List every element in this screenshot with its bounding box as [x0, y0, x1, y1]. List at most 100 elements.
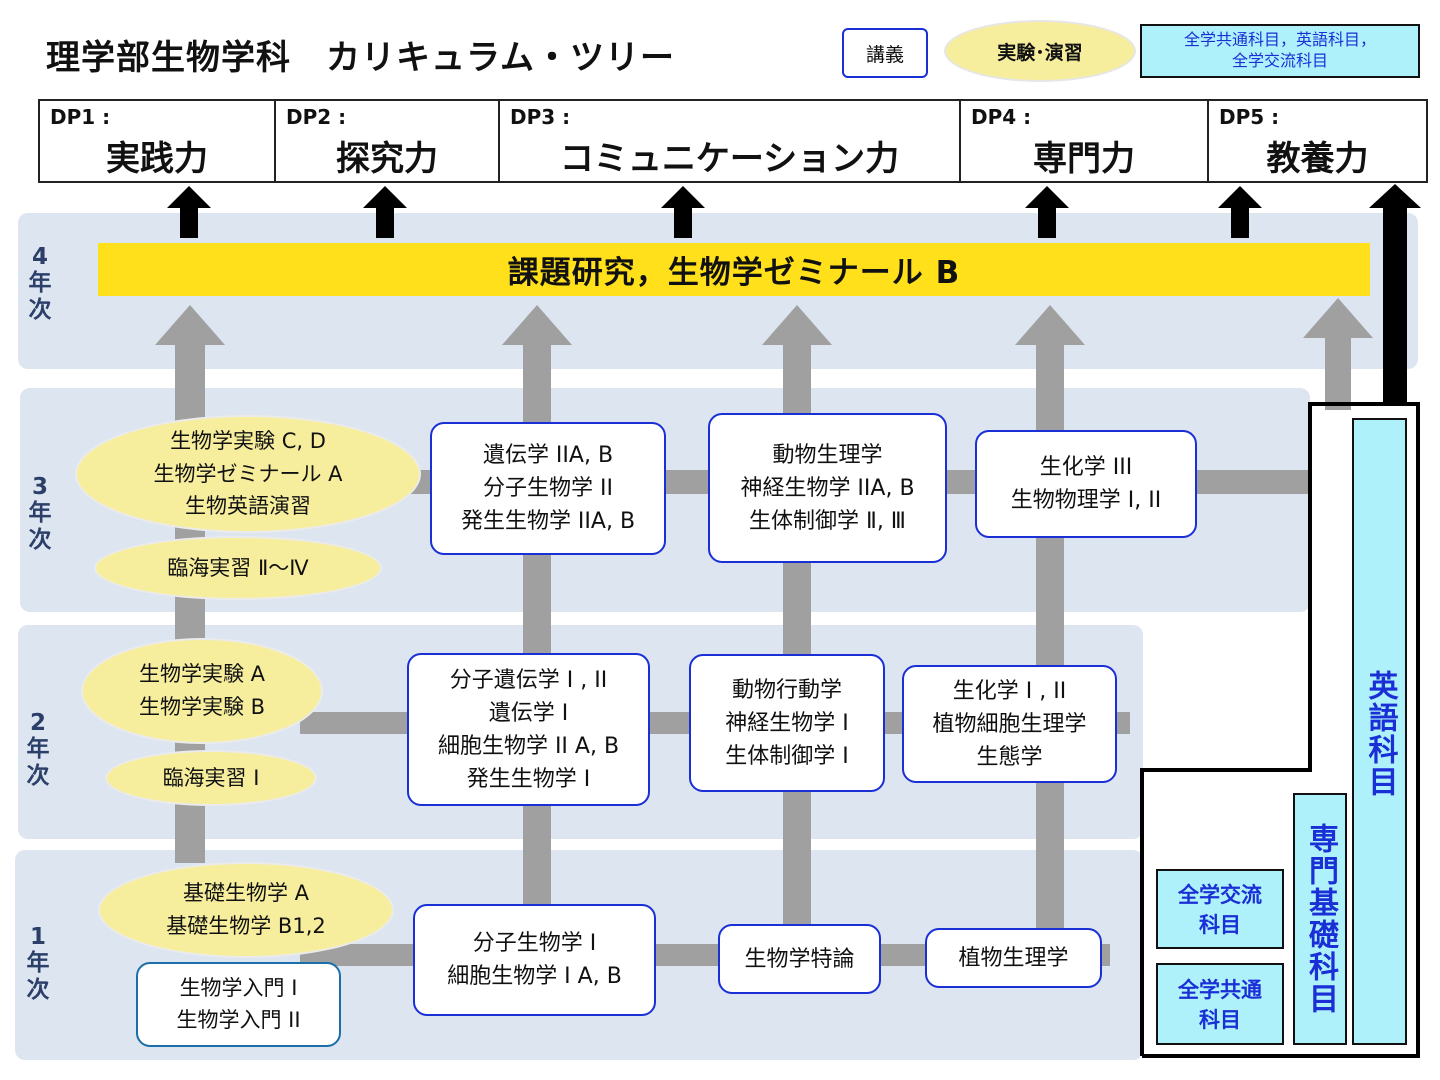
black-arrow-head-icon — [661, 186, 705, 208]
course-item: 生化学 III — [1039, 455, 1133, 480]
course-item: 植物細胞生理学 — [932, 711, 1087, 737]
dp2-name: 探究力 — [336, 139, 438, 179]
course-item: 生物学入門 I — [179, 976, 298, 1000]
legend-lecture-label: 講義 — [865, 43, 904, 66]
course-item: 植物生理学 — [958, 945, 1069, 971]
course-item: 基礎生物学 A — [182, 881, 310, 906]
dp3-cell: DP3 : コミュニケーション力 — [500, 101, 961, 181]
year3-experiment-oval: 生物学実験 C, D 生物学ゼミナール A 生物英語演習 — [75, 415, 421, 533]
course-item: 生物学入門 II — [176, 1007, 301, 1032]
black-arrow-head-icon — [1218, 186, 1262, 208]
black-arrow-up-icon — [674, 206, 692, 238]
university-common-subjects: 全学共通 科目 — [1156, 963, 1284, 1045]
course-item: 細胞生物学 I A, B — [447, 964, 622, 989]
dp3-code: DP3 : — [510, 105, 571, 129]
foundation-label: 専門基礎科目 — [1303, 823, 1338, 1015]
legend-experiment: 実験･演習 — [944, 20, 1136, 82]
common-line1: 全学共通 — [1178, 978, 1262, 1002]
gray-arrow-up-icon — [1015, 305, 1085, 345]
english-label: 英語科目 — [1362, 670, 1398, 798]
course-item: 生物学実験 A — [138, 662, 266, 687]
course-item: 生物学実験 C, D — [170, 429, 326, 454]
column5-connector — [1325, 325, 1351, 410]
year3-biochem-box: 生化学 III 生物物理学 I, II — [975, 430, 1197, 538]
course-item: 生物学実験 B — [138, 695, 266, 719]
university-exchange-subjects: 全学交流 科目 — [1156, 869, 1284, 949]
black-arrow-up-icon — [376, 206, 394, 238]
legend-lecture: 講義 — [842, 28, 928, 78]
black-arrow-head-icon — [167, 186, 211, 208]
year2-marine-oval: 臨海実習 I — [105, 750, 317, 806]
black-arrow-up-icon — [180, 206, 198, 238]
course-item: 基礎生物学 B1,2 — [166, 914, 326, 938]
black-arrow-up-icon — [1038, 206, 1056, 238]
course-item: 発生生物学 I — [466, 766, 591, 792]
dp1-cell: DP1 : 実践力 — [40, 101, 276, 181]
dp5-name: 教養力 — [1266, 139, 1369, 179]
course-item: 神経生物学 I — [725, 710, 849, 736]
legend-general-line2: 全学交流科目 — [1231, 51, 1328, 70]
course-item: 遺伝学 IIA, B — [482, 443, 614, 468]
course-item: 生物学特論 — [744, 946, 855, 972]
year1-molecular-box: 分子生物学 I 細胞生物学 I A, B — [413, 904, 656, 1016]
dp4-name: 専門力 — [1033, 139, 1135, 179]
exchange-line2: 科目 — [1199, 913, 1241, 937]
year1-plant-physiology-box: 植物生理学 — [925, 928, 1102, 988]
black-arrow-head-icon — [1025, 186, 1069, 208]
year4-research-bar: 課題研究，生物学ゼミナール B — [98, 243, 1370, 296]
course-item: 遺伝学 I — [488, 700, 569, 726]
exchange-line1: 全学交流 — [1178, 883, 1262, 907]
year1-special-topics-box: 生物学特論 — [718, 924, 881, 994]
year2-experiment-oval: 生物学実験 A 生物学実験 B — [81, 638, 323, 744]
course-item: 細胞生物学 II A, B — [437, 733, 620, 759]
gray-arrow-up-icon — [502, 305, 572, 345]
black-arrow-head-icon — [363, 186, 407, 208]
english-subjects: 英語科目 — [1352, 418, 1407, 1045]
page-title: 理学部生物学科 カリキュラム・ツリー — [46, 38, 675, 78]
course-item: 分子遺伝学 I , II — [449, 667, 608, 693]
course-item: 神経生物学 IIA, B — [740, 475, 915, 501]
course-item: 生態学 — [976, 744, 1043, 770]
course-item: 分子生物学 II — [483, 476, 613, 501]
dp5-code: DP5 : — [1219, 105, 1280, 129]
black-arrow-up-icon — [1231, 206, 1249, 238]
legend-experiment-label: 実験･演習 — [997, 41, 1083, 64]
course-item: 臨海実習 I — [162, 765, 260, 790]
course-item: 動物行動学 — [731, 677, 842, 703]
gray-arrow-up-icon — [1303, 298, 1373, 338]
black-arrow-head-icon — [1369, 184, 1421, 208]
course-item: 生体制御学 Ⅱ, Ⅲ — [749, 508, 906, 534]
course-item: 発生生物学 IIA, B — [460, 509, 636, 534]
legend-general-subjects: 全学共通科目，英語科目， 全学交流科目 — [1140, 24, 1420, 78]
year4-research-label: 課題研究，生物学ゼミナール B — [507, 255, 961, 291]
legend-general-line1: 全学共通科目，英語科目， — [1183, 30, 1376, 50]
year2-biochem-box: 生化学 I , II 植物細胞生理学 生態学 — [902, 665, 1117, 783]
year3-marine-oval: 臨海実習 Ⅱ～Ⅳ — [94, 536, 382, 600]
course-item: 生物物理学 I, II — [1010, 488, 1162, 513]
course-item: 分子生物学 I — [472, 931, 597, 956]
black-arrow-up-icon — [1383, 206, 1407, 406]
course-item: 動物生理学 — [772, 442, 883, 468]
dp4-code: DP4 : — [971, 105, 1032, 129]
dp5-cell: DP5 : 教養力 — [1209, 101, 1426, 181]
dp4-cell: DP4 : 専門力 — [961, 101, 1209, 181]
dp1-name: 実践力 — [106, 139, 208, 179]
foundation-subjects: 専門基礎科目 — [1293, 793, 1347, 1045]
column4-connector — [1036, 338, 1064, 933]
year1-intro-box: 生物学入門 I 生物学入門 II — [136, 962, 341, 1047]
diploma-policy-bar: DP1 : 実践力 DP2 : 探究力 DP3 : コミュニケーション力 DP4… — [38, 99, 1428, 183]
year1-basic-biology-oval: 基礎生物学 A 基礎生物学 B1,2 — [98, 862, 394, 958]
common-line2: 科目 — [1199, 1008, 1241, 1032]
dp2-cell: DP2 : 探究力 — [276, 101, 500, 181]
year3-physiology-box: 動物生理学 神経生物学 IIA, B 生体制御学 Ⅱ, Ⅲ — [708, 413, 947, 563]
dp1-code: DP1 : — [50, 105, 111, 129]
dp2-code: DP2 : — [286, 105, 347, 129]
gray-arrow-up-icon — [762, 305, 832, 345]
course-item: 臨海実習 Ⅱ～Ⅳ — [167, 555, 309, 580]
course-item: 生化学 I , II — [952, 678, 1067, 704]
course-item: 生物英語演習 — [185, 494, 311, 519]
